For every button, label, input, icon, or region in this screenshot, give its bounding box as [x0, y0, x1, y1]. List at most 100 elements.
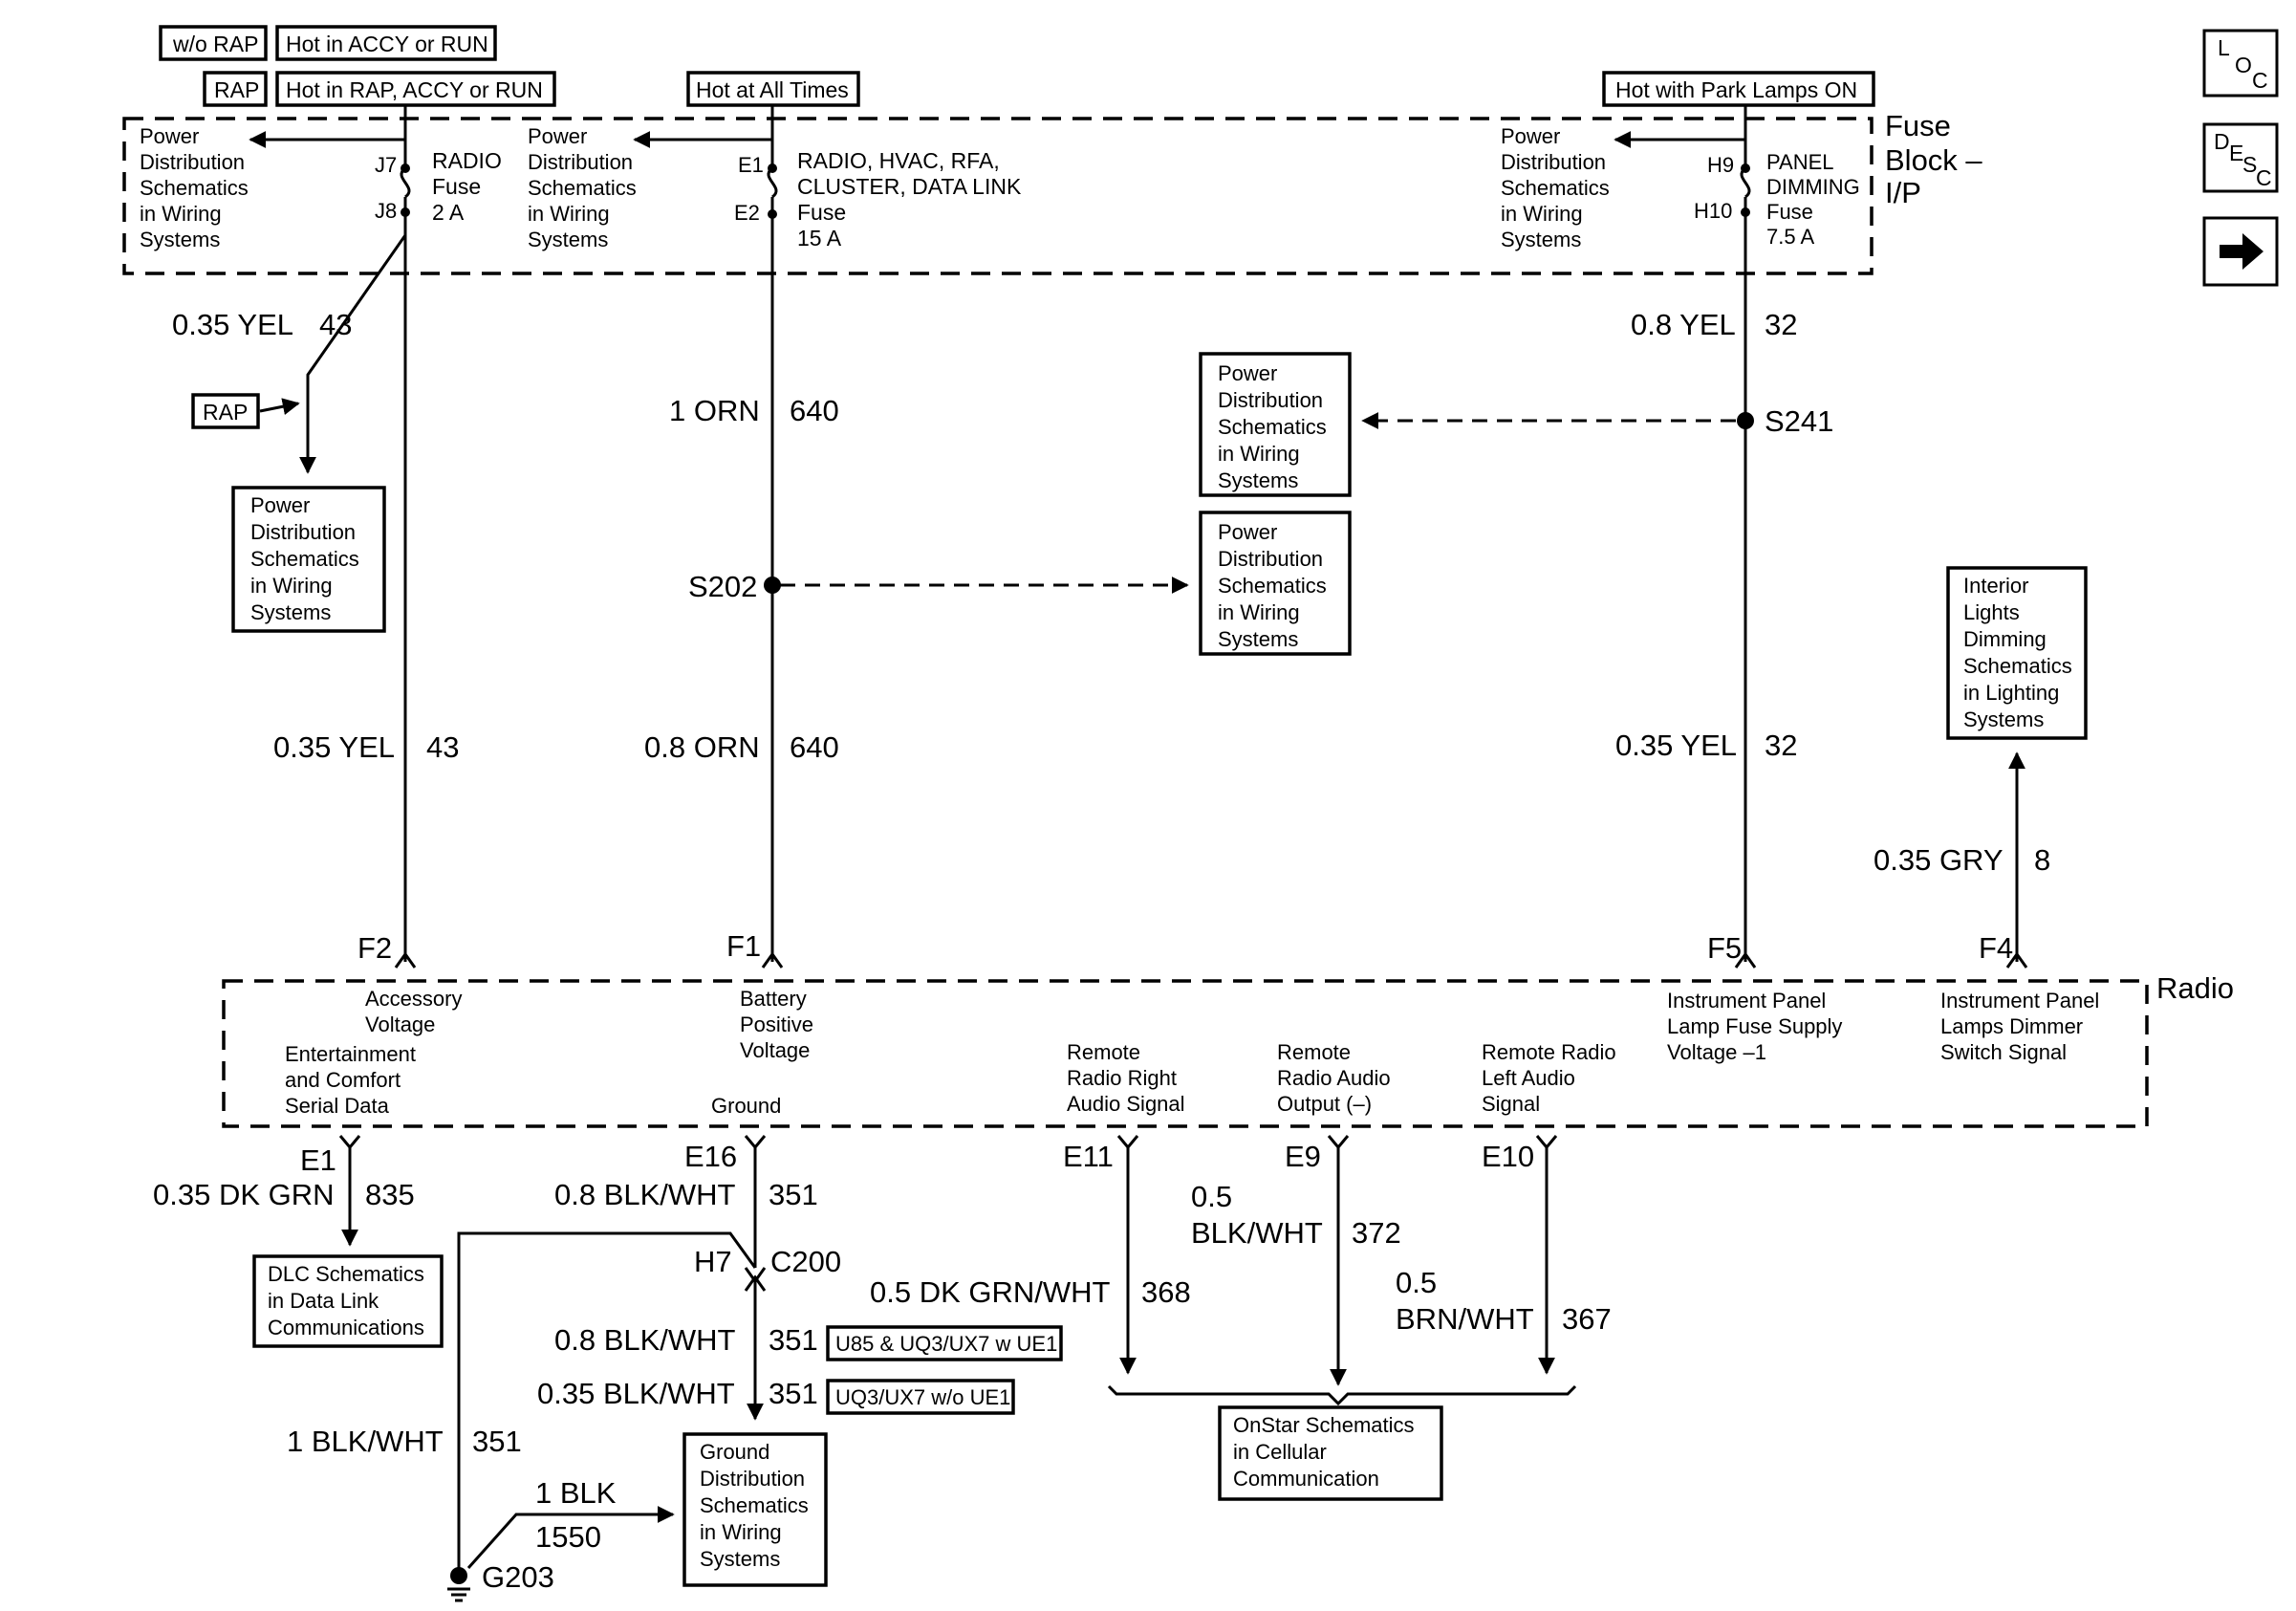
svg-text:Distribution: Distribution — [1218, 388, 1323, 412]
svg-text:Hot in ACCY or RUN: Hot in ACCY or RUN — [286, 32, 488, 56]
svg-text:0.35 YEL: 0.35 YEL — [1615, 729, 1737, 762]
svg-text:Schematics: Schematics — [1218, 415, 1327, 439]
wire-label-yel32-lower: 0.35 YEL 32 — [1615, 729, 1797, 762]
svg-text:J7: J7 — [375, 153, 397, 177]
svg-text:Block –: Block – — [1885, 143, 1982, 177]
svg-text:Power: Power — [528, 124, 587, 148]
wire-label-blk1550: 1 BLK 1550 — [535, 1476, 617, 1554]
svg-text:Switch Signal: Switch Signal — [1940, 1040, 2067, 1064]
wire-label-dkgrnwht368: 0.5 DK GRN/WHT 368 — [870, 1275, 1191, 1309]
svg-text:O: O — [2235, 53, 2252, 77]
svg-text:RAP: RAP — [203, 400, 248, 425]
wire-label-blkwht372: 0.5 BLK/WHT 372 — [1191, 1180, 1401, 1250]
svg-text:351: 351 — [769, 1178, 818, 1211]
svg-text:Serial Data: Serial Data — [285, 1094, 390, 1118]
svg-text:OnStar Schematics: OnStar Schematics — [1233, 1413, 1415, 1437]
ground-g203: G203 — [447, 1560, 554, 1602]
svg-text:1 BLK/WHT: 1 BLK/WHT — [287, 1425, 444, 1458]
fuse-block-outline — [122, 117, 1874, 275]
pin-label-e16: E16 — [684, 1140, 737, 1173]
svg-text:Left Audio: Left Audio — [1482, 1066, 1575, 1090]
svg-text:0.8 BLK/WHT: 0.8 BLK/WHT — [554, 1178, 736, 1211]
wire-label-brnwht367: 0.5 BRN/WHT 367 — [1396, 1266, 1612, 1336]
pin-label-e10: E10 — [1482, 1140, 1534, 1173]
svg-text:Power: Power — [140, 124, 199, 148]
svg-text:43: 43 — [426, 730, 459, 764]
svg-text:Lamp Fuse Supply: Lamp Fuse Supply — [1667, 1014, 1842, 1038]
svg-text:E1: E1 — [738, 153, 764, 177]
svg-text:Power: Power — [1218, 520, 1277, 544]
ref-box-pd-mid-bottom: Power Distribution Schematics in Wiring … — [1199, 511, 1352, 656]
svg-text:Dimming: Dimming — [1963, 627, 2047, 651]
svg-text:0.5: 0.5 — [1396, 1266, 1437, 1299]
svg-text:368: 368 — [1141, 1275, 1191, 1309]
svg-text:in Wiring: in Wiring — [250, 574, 333, 598]
svg-text:Voltage: Voltage — [365, 1012, 435, 1036]
svg-text:1550: 1550 — [535, 1520, 601, 1554]
svg-text:w/o RAP: w/o RAP — [172, 32, 258, 56]
svg-text:RAP: RAP — [214, 77, 259, 102]
wire-label-blkwht351-c: 0.35 BLK/WHT 351 UQ3/UX7 w/o UE1 — [537, 1377, 1015, 1415]
svg-text:0.5 DK GRN/WHT: 0.5 DK GRN/WHT — [870, 1275, 1111, 1309]
svg-text:RADIO: RADIO — [432, 148, 502, 173]
svg-text:0.35 YEL: 0.35 YEL — [172, 308, 293, 341]
fuse-pd-label-right: Power Distribution Schematics in Wiring … — [1501, 124, 1610, 251]
svg-text:351: 351 — [472, 1425, 522, 1458]
svg-text:DLC Schematics: DLC Schematics — [268, 1262, 424, 1286]
wire-label-blkwht351-d: 1 BLK/WHT 351 — [287, 1425, 522, 1458]
svg-text:Fuse: Fuse — [1885, 109, 1951, 142]
svg-text:S: S — [2242, 152, 2257, 177]
splice-s241-label: S241 — [1765, 404, 1833, 438]
radio-label-ipl-dimmer: Instrument Panel Lamps Dimmer Switch Sig… — [1940, 989, 2099, 1064]
header-tag-hot-rap-accy-run: Hot in RAP, ACCY or RUN — [275, 71, 556, 107]
svg-text:U85 & UQ3/UX7 w UE1: U85 & UQ3/UX7 w UE1 — [835, 1332, 1057, 1356]
svg-text:Battery: Battery — [740, 987, 807, 1011]
svg-text:UQ3/UX7 w/o UE1: UQ3/UX7 w/o UE1 — [835, 1385, 1010, 1409]
right-arrow-icon[interactable] — [2202, 216, 2279, 287]
svg-text:Communications: Communications — [268, 1316, 424, 1339]
svg-text:H9: H9 — [1707, 153, 1734, 177]
radio-title: Radio — [2156, 971, 2234, 1005]
svg-text:C: C — [2256, 165, 2272, 190]
svg-text:Hot at All Times: Hot at All Times — [696, 77, 849, 102]
wire-label-yel43-upper: 0.35 YEL 43 — [172, 308, 352, 341]
svg-text:8: 8 — [2034, 843, 2050, 877]
splice-s202 — [764, 577, 781, 594]
svg-text:Interior: Interior — [1963, 574, 2028, 598]
fuse-block-title: Fuse Block – I/P — [1885, 109, 1982, 209]
svg-text:Systems: Systems — [1218, 468, 1298, 492]
svg-text:640: 640 — [790, 394, 839, 427]
wire-yel-43-rap-branch — [299, 234, 407, 474]
svg-text:Systems: Systems — [1963, 708, 2044, 731]
svg-text:E2: E2 — [734, 201, 760, 225]
ref-box-interior-lights: Interior Lights Dimming Schematics in Li… — [1946, 566, 2088, 740]
ref-box-pd-mid-top: Power Distribution Schematics in Wiring … — [1199, 352, 1352, 497]
svg-text:PANEL: PANEL — [1766, 150, 1834, 174]
svg-text:0.35 BLK/WHT: 0.35 BLK/WHT — [537, 1377, 735, 1410]
header-tag-rap: RAP — [203, 71, 268, 107]
loc-icon[interactable]: L O C — [2202, 29, 2279, 98]
svg-text:15 A: 15 A — [797, 226, 842, 250]
wire-label-orn640-lower: 0.8 ORN 640 — [644, 730, 839, 764]
rap-tag-arrow — [259, 398, 300, 416]
ref-box-onstar: OnStar Schematics in Cellular Communicat… — [1218, 1405, 1443, 1501]
svg-text:D: D — [2214, 129, 2230, 154]
radio-label-accessory: Accessory Voltage — [365, 987, 462, 1036]
radio-hvac-fuse: E1 E2 RADIO, HVAC, RFA, CLUSTER, DATA LI… — [734, 119, 1022, 250]
svg-text:Voltage –1: Voltage –1 — [1667, 1040, 1766, 1064]
header-tag-hot-park-lamps: Hot with Park Lamps ON — [1602, 71, 1875, 107]
splice-s202-label: S202 — [688, 570, 757, 603]
desc-icon[interactable]: D E S C — [2202, 122, 2279, 193]
svg-text:DIMMING: DIMMING — [1766, 175, 1860, 199]
svg-text:640: 640 — [790, 730, 839, 764]
svg-text:C200: C200 — [770, 1245, 841, 1278]
svg-text:Signal: Signal — [1482, 1092, 1540, 1116]
svg-text:1 BLK: 1 BLK — [535, 1476, 617, 1510]
svg-text:in Wiring: in Wiring — [528, 202, 610, 226]
fuse-pd-label-left: Power Distribution Schematics in Wiring … — [140, 124, 249, 251]
fuse-pd-label-center: Power Distribution Schematics in Wiring … — [528, 124, 637, 251]
svg-text:BLK/WHT: BLK/WHT — [1191, 1216, 1323, 1250]
wire-blkwht-351-ground — [457, 1231, 757, 1568]
svg-text:351: 351 — [769, 1323, 818, 1357]
pin-label-e9: E9 — [1285, 1140, 1321, 1173]
